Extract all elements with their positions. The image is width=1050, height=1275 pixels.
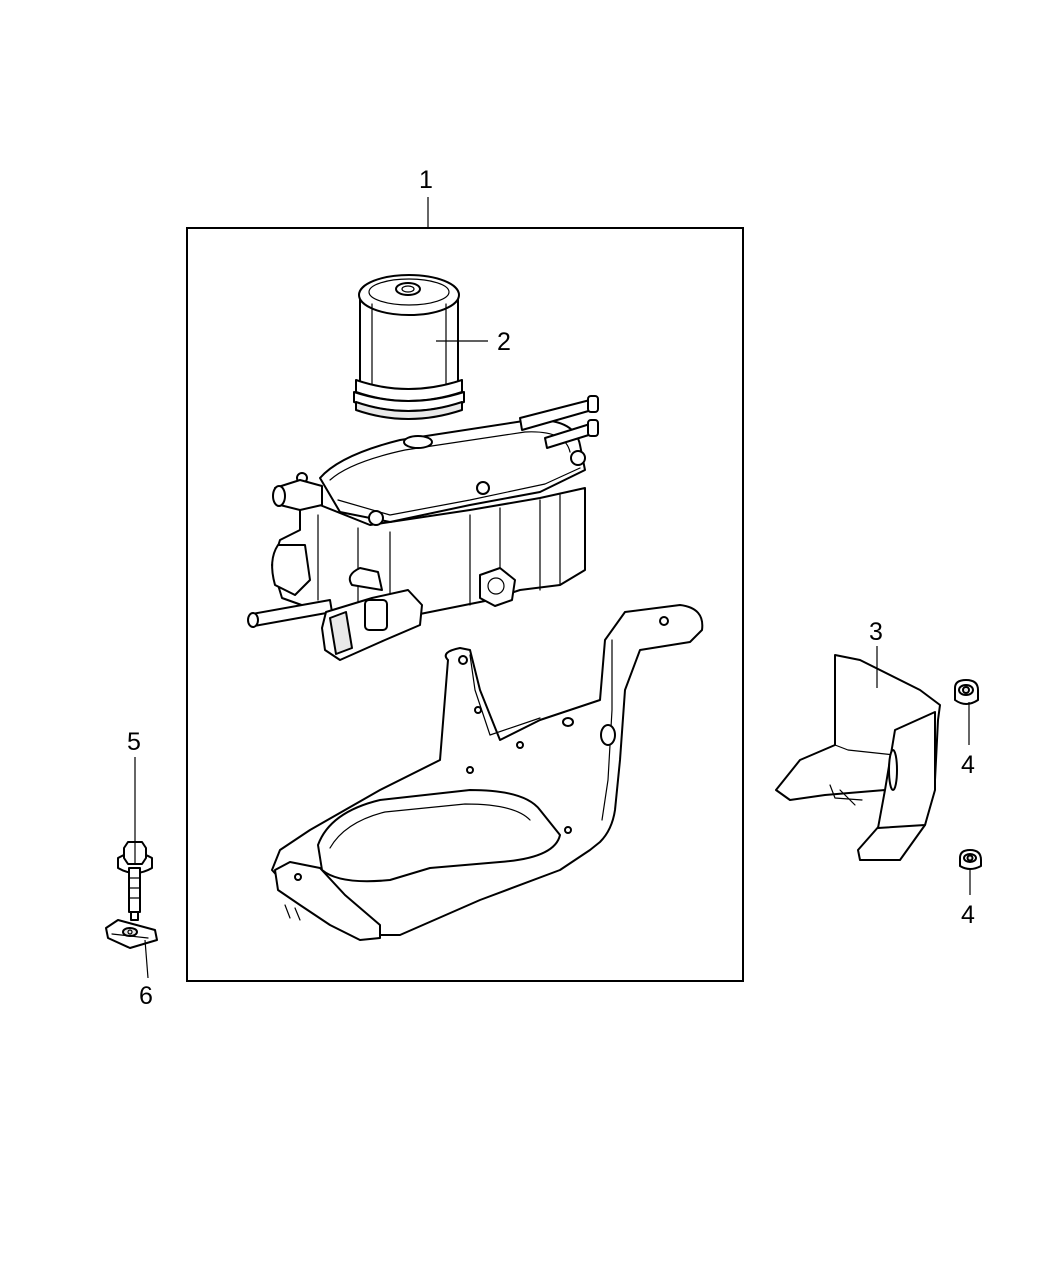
filter-element-illustration xyxy=(353,274,465,420)
bolt-illustration xyxy=(117,841,153,921)
heat-shield-bracket-illustration xyxy=(775,654,941,861)
assembly-frame xyxy=(186,227,744,982)
callout-4b: 4 xyxy=(961,901,975,929)
callout-6: 6 xyxy=(139,982,153,1010)
callout-3: 3 xyxy=(869,618,883,646)
callout-1: 1 xyxy=(419,166,433,194)
fuel-filter-housing-illustration xyxy=(247,395,599,661)
callout-5: 5 xyxy=(127,728,141,756)
callout-2: 2 xyxy=(497,328,511,356)
callout-4a: 4 xyxy=(961,751,975,779)
callout-6-leader xyxy=(144,939,149,979)
nut-illustration-upper xyxy=(954,679,979,705)
u-nut-clip-illustration xyxy=(105,919,158,949)
nut-illustration-lower xyxy=(959,849,982,870)
mounting-bracket-illustration xyxy=(271,604,704,941)
